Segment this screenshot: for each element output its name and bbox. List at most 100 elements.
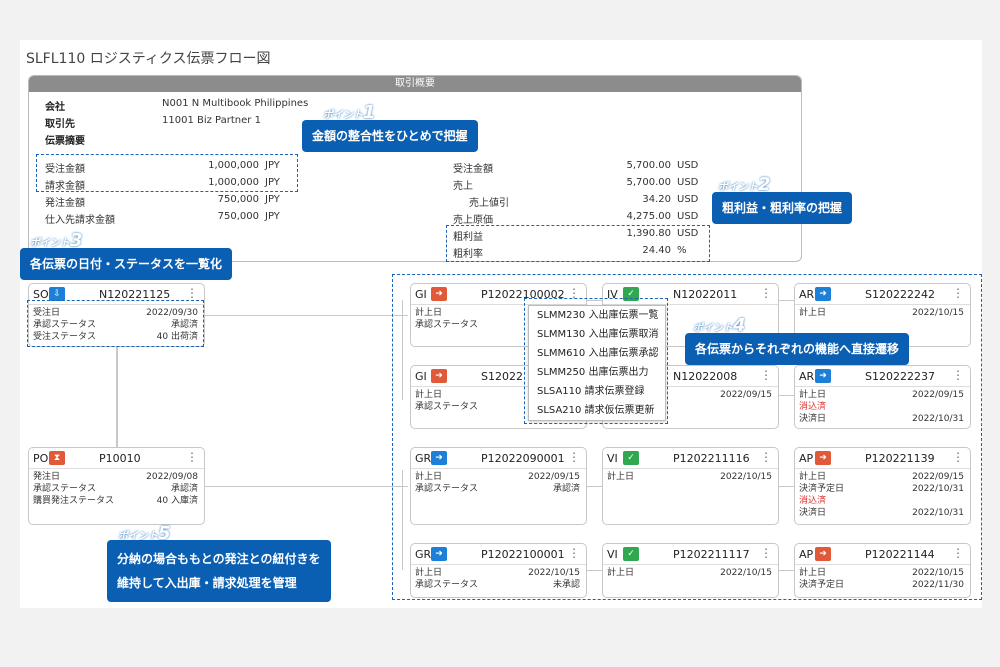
card-row: 承認ステータス承認済 (29, 319, 204, 331)
callout-point-3-badge: ポイント3 (30, 230, 83, 251)
summary-right-value: 5,700.00 (626, 160, 671, 171)
card-doc-number[interactable]: P120221139 (865, 452, 935, 465)
menu-item-slmm250[interactable]: SLMM250 出庫伝票出力 (537, 367, 649, 378)
doc-type-icon: ➜ (431, 369, 447, 383)
card-row-label: 決済予定日 (799, 484, 845, 494)
more-vert-icon[interactable]: ⋮ (952, 368, 964, 382)
summary-right-unit: % (677, 245, 687, 256)
card-row-label: 承認ステータス (415, 484, 479, 494)
transaction-summary: 取引概要 会社 N001 N Multibook Philippines 取引先… (28, 75, 802, 262)
menu-item-slmm230[interactable]: SLMM230 入出庫伝票一覧 (537, 310, 659, 321)
card-doc-number[interactable]: P12022090001 (481, 452, 565, 465)
card-doc-number[interactable]: P1202211116 (673, 452, 750, 465)
more-vert-icon[interactable]: ⋮ (760, 286, 772, 300)
more-vert-icon[interactable]: ⋮ (760, 368, 772, 382)
more-vert-icon[interactable]: ⋮ (568, 286, 580, 300)
more-vert-icon[interactable]: ⋮ (760, 450, 772, 464)
card-doc-number[interactable]: P12022100002 (481, 288, 565, 301)
card-doc-number[interactable]: S120222237 (865, 370, 935, 383)
summary-left-value: 1,000,000 (208, 177, 259, 188)
card-doc-number[interactable]: N12022008 (673, 370, 738, 383)
doc-type-icon: ✓ (623, 451, 639, 465)
card-row-value: 2022/09/15 (912, 472, 964, 482)
more-vert-icon[interactable]: ⋮ (952, 286, 964, 300)
menu-item-slsa210[interactable]: SLSA210 請求仮伝票更新 (537, 405, 655, 416)
highlight-gross-profit (446, 225, 710, 262)
summary-left-label: 請求金額 (45, 181, 85, 192)
connector-line (779, 570, 794, 571)
card-row-value: 承認済 (170, 484, 198, 494)
card-doc-number[interactable]: P10010 (99, 452, 141, 465)
card-row-value: 2022/10/15 (912, 308, 964, 318)
more-vert-icon[interactable]: ⋮ (186, 286, 198, 300)
card-row: 承認ステータス承認済 (411, 483, 586, 495)
summary-left-unit: JPY (265, 160, 280, 171)
card-header: GR➜ P12022090001⋮ (411, 448, 586, 469)
card-row-label: 決済日 (799, 414, 827, 424)
menu-item-slmm610[interactable]: SLMM610 入出庫伝票承認 (537, 348, 659, 359)
card-type: AP (799, 548, 814, 561)
menu-item-slsa110[interactable]: SLSA110 請求伝票登録 (537, 386, 645, 397)
card-type: PO (33, 452, 49, 465)
connector-line (779, 395, 794, 396)
card-header: AR➜ S120222242 ⋮ (795, 284, 970, 305)
card-row: 承認ステータス未承認 (411, 579, 586, 591)
summary-right-unit: USD (677, 211, 699, 222)
card-type: AR (799, 288, 815, 301)
more-vert-icon[interactable]: ⋮ (952, 546, 964, 560)
card-row-value: 未承認 (552, 580, 580, 590)
partner-label: 取引先 (45, 119, 75, 130)
highlight-flow (392, 274, 982, 600)
card-type: SO (33, 288, 49, 301)
summary-right-value: 1,390.80 (626, 228, 671, 239)
company-label: 会社 (45, 102, 65, 113)
summary-left-unit: JPY (265, 177, 280, 188)
callout-point-4-badge: ポイント4 (693, 315, 746, 336)
doc-type-icon: ➜ (431, 451, 447, 465)
card-row-label: 承認ステータス (33, 484, 97, 494)
more-vert-icon[interactable]: ⋮ (186, 450, 198, 464)
card-doc-number[interactable]: N120221125 (99, 288, 171, 301)
card-header: AR➜S120222237⋮ (795, 366, 970, 387)
card-doc-number[interactable]: P12022100001 (481, 548, 565, 561)
card-header: IV✓N12022011⋮ (603, 284, 778, 305)
partner-value: 11001 Biz Partner 1 (162, 115, 261, 126)
card-row-label: 承認ステータス (33, 320, 97, 330)
more-vert-icon[interactable]: ⋮ (568, 546, 580, 560)
more-vert-icon[interactable]: ⋮ (952, 450, 964, 464)
card-header: AP➜P120221139⋮ (795, 448, 970, 469)
card-type: GI (415, 288, 427, 301)
card-doc-number[interactable]: N12022011 (673, 288, 738, 301)
card-row-label: 消込済 (799, 496, 827, 506)
card-doc-number[interactable]: S120222242 (865, 288, 935, 301)
card-row-value: 2022/11/30 (912, 580, 964, 590)
connector-line (587, 300, 603, 301)
more-vert-icon[interactable]: ⋮ (760, 546, 772, 560)
menu-item-slmm130[interactable]: SLMM130 入出庫伝票取消 (537, 329, 659, 340)
card-row-value: 2022/10/31 (912, 508, 964, 518)
card-doc-number[interactable]: P120221144 (865, 548, 935, 561)
card-doc-number[interactable]: S12022 (481, 370, 523, 383)
connector-line (203, 486, 408, 487)
card-row-label: 決済日 (799, 508, 827, 518)
doc-type-icon: ➜ (815, 287, 831, 301)
more-vert-icon[interactable]: ⋮ (568, 450, 580, 464)
card-row-value: 2022/09/15 (912, 390, 964, 400)
card-type: GR (415, 452, 432, 465)
function-menu: SLMM230 入出庫伝票一覧 SLMM130 入出庫伝票取消 SLMM610 … (528, 305, 666, 421)
card-type: VI (607, 548, 618, 561)
card-doc-number[interactable]: P1202211117 (673, 548, 750, 561)
